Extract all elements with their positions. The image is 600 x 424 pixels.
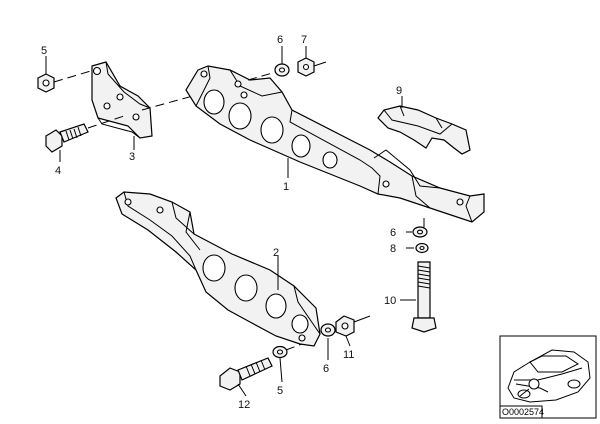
bracket-part-2	[115, 191, 321, 347]
callout-12: 12	[238, 399, 250, 411]
washer-part-6-mid	[412, 226, 428, 238]
callout-4: 4	[55, 165, 61, 177]
clamp-part-9	[377, 105, 471, 155]
callout-2: 2	[273, 247, 279, 259]
nut-part-5-upper	[37, 73, 55, 93]
callout-11: 11	[343, 349, 354, 361]
bolt-part-10	[411, 261, 437, 333]
lockwasher-part-8	[415, 242, 429, 254]
callout-7: 7	[301, 34, 307, 46]
washer-part-5-lower	[272, 345, 288, 359]
bolt-stub-lower	[353, 315, 371, 323]
vehicle-thumbnail: O0002574	[499, 335, 597, 419]
callout-6-top: 6	[277, 34, 283, 46]
callout-10: 10	[384, 295, 396, 307]
bolt-part-12	[219, 357, 273, 391]
callout-8: 8	[390, 243, 396, 255]
nut-part-7	[297, 57, 315, 77]
align-line-upper	[53, 69, 95, 83]
bolt-stub-top	[313, 61, 327, 67]
leader-lines	[45, 46, 416, 397]
callout-1: 1	[283, 181, 289, 193]
callout-5-lower: 5	[277, 385, 283, 397]
locator-marker-icon	[519, 378, 540, 397]
callout-3: 3	[129, 151, 135, 163]
align-line-lower-bolt	[285, 343, 303, 351]
align-line-bolt	[87, 115, 125, 129]
callout-6-mid: 6	[390, 227, 396, 239]
align-line-top-right	[247, 71, 277, 81]
callout-9: 9	[396, 85, 402, 97]
bracket-part-1	[185, 65, 485, 223]
nut-part-11	[335, 315, 355, 337]
bracket-part-3	[91, 61, 153, 139]
washer-part-6-top	[274, 63, 290, 77]
car-outline-icon	[507, 349, 591, 403]
bolt-part-4	[45, 123, 89, 153]
washer-part-6-lower	[320, 323, 336, 337]
callout-5-upper: 5	[41, 45, 47, 57]
diagram-code: O0002574	[502, 407, 544, 417]
callout-6-lower: 6	[323, 363, 329, 375]
